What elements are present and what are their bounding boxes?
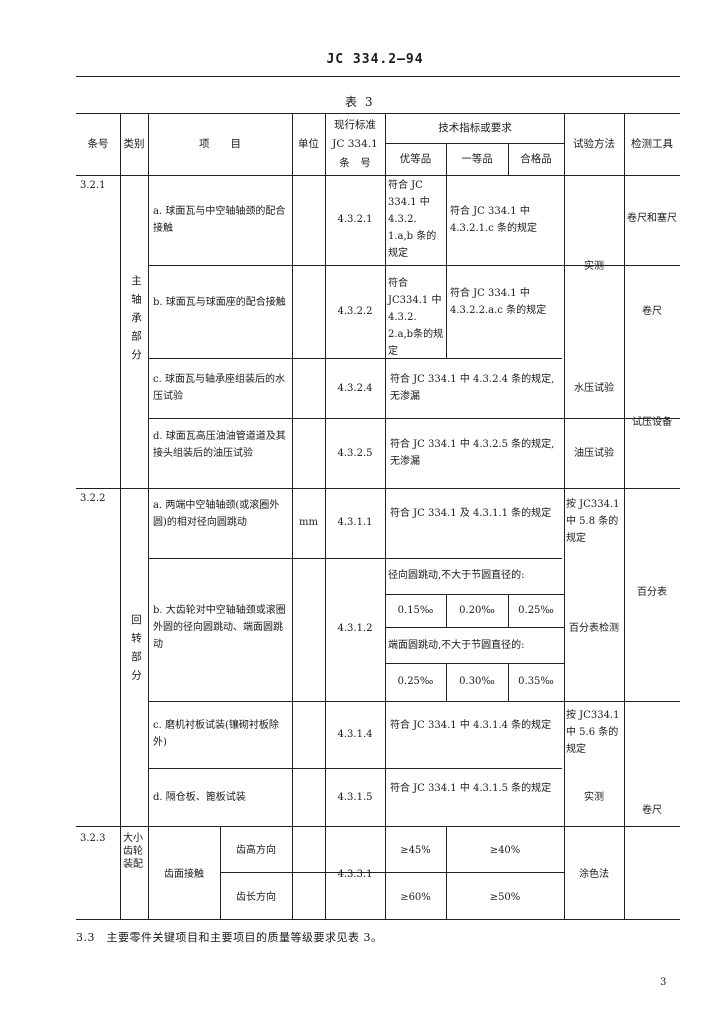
category-gear-assembly: 大小齿轮装配 xyxy=(123,833,143,870)
clause-3: 4.3.3.1 xyxy=(337,869,373,880)
item-1a: a. 球面瓦与中空轴轴颈的配合接触 xyxy=(153,206,286,234)
tool-2ab: 百分表 xyxy=(637,587,667,598)
category-main-bearing: 主轴承部分 xyxy=(130,275,142,368)
unit-2a: mm xyxy=(299,517,318,528)
item-3: 齿面接触 xyxy=(164,869,204,880)
page-number: 3 xyxy=(660,977,667,988)
req-3-length-grade1: ≥60% xyxy=(400,892,431,903)
clause-2a: 4.3.1.1 xyxy=(337,517,373,528)
item-2b: b. 大齿轮对中空轴轴颈或滚圈外圆的径向圆跳动、端面圆跳动 xyxy=(153,605,286,650)
clause-1c: 4.3.2.4 xyxy=(337,383,373,394)
col-tool-header: 检测工具 xyxy=(631,138,673,150)
clause-2d: 4.3.1.5 xyxy=(337,792,373,803)
req-1a-grade1: 符合 JC 334.1 中 4.3.2. 1.a,b 条的规定 xyxy=(388,180,437,259)
row-no-3-2-3: 3.2.3 xyxy=(80,833,106,844)
req-3-length-grade23: ≥50% xyxy=(489,892,521,903)
item-1b: b. 球面瓦与球面座的配合接触 xyxy=(153,297,286,308)
col-req-header: 技术指标或要求 xyxy=(438,122,512,134)
req-1d: 符合 JC 334.1 中 4.3.2.5 条的规定,无渗漏 xyxy=(390,439,555,467)
col-unit-header: 单位 xyxy=(298,138,319,150)
tool-1b: 卷尺 xyxy=(642,306,662,317)
clause-2c: 4.3.1.4 xyxy=(337,729,373,740)
method-1d: 油压试验 xyxy=(574,448,614,459)
item-2a: a. 两端中空轴轴颈(或滚圈外圆)的相对径向圆跳动 xyxy=(153,500,280,528)
req-2a: 符合 JC 334.1 及 4.3.1.1 条的规定 xyxy=(390,508,552,519)
section-note: 3.3 主要零件关键项目和主要项目的质量等级要求见表 3。 xyxy=(76,931,383,944)
clause-1a: 4.3.2.1 xyxy=(337,214,373,225)
method-2a: 按 JC334.1 中 5.8 条的规定 xyxy=(566,499,620,544)
method-1ab: 实测 xyxy=(584,261,604,272)
table-title: 表 3 xyxy=(345,95,375,109)
col-grade3-header: 合格品 xyxy=(520,153,552,165)
col-grade2-header: 一等品 xyxy=(461,153,493,165)
req-2b-radial-grade1: 0.15‰ xyxy=(397,605,434,616)
col-item-header: 项 目 xyxy=(199,138,241,150)
col-method-header: 试验方法 xyxy=(573,138,615,150)
item-3-sub-height: 齿高方向 xyxy=(236,845,276,856)
item-1d: d. 球面瓦高压油油管道道及其接头组装后的油压试验 xyxy=(153,431,286,459)
method-2c: 按 JC334.1 中 5.6 条的规定 xyxy=(566,710,620,755)
item-3-sub-length: 齿长方向 xyxy=(236,892,276,903)
item-2c: c. 磨机衬板试装(镶砌衬板除外) xyxy=(153,720,279,748)
doc-code: JC 334.2—94 xyxy=(326,52,424,67)
item-2d: d. 隔仓板、篦板试装 xyxy=(153,792,246,803)
req-1b-grade1: 符合JC334.1 中 4.3.2. 2.a,b条的规定 xyxy=(388,278,444,357)
req-2b-axial-grade1: 0.25‰ xyxy=(397,676,434,687)
method-3: 涂色法 xyxy=(579,869,609,880)
req-1c: 符合 JC 334.1 中 4.3.2.4 条的规定,无渗漏 xyxy=(390,374,555,402)
req-1b-grade23: 符合 JC 334.1 中 4.3.2.2.a.c 条的规定 xyxy=(450,288,547,316)
tool-1a: 卷尺和塞尺 xyxy=(627,213,677,224)
col-category-header: 类别 xyxy=(123,138,145,150)
req-2d: 符合 JC 334.1 中 4.3.1.5 条的规定 xyxy=(390,783,552,794)
row-no-3-2-1: 3.2.1 xyxy=(80,180,106,191)
clause-1d: 4.3.2.5 xyxy=(337,448,373,459)
clause-1b: 4.3.2.2 xyxy=(337,306,373,317)
category-rotating: 回转部分 xyxy=(130,614,142,688)
header-rule xyxy=(76,76,680,77)
tool-2cd: 卷尺 xyxy=(642,805,662,816)
req-2b-axial-grade2: 0.30‰ xyxy=(459,676,495,687)
req-2b-radial-grade3: 0.25‰ xyxy=(518,605,554,616)
row-no-3-2-2: 3.2.2 xyxy=(80,493,106,504)
req-2b-axial-grade3: 0.35‰ xyxy=(518,676,554,687)
item-1c: c. 球面瓦与轴承座组装后的水压试验 xyxy=(153,374,285,402)
tool-1cd: 试压设备 xyxy=(632,417,672,428)
col-grade1-header: 优等品 xyxy=(399,153,432,165)
method-2d: 实测 xyxy=(584,792,604,803)
col-std-header: 现行标准 JC 334.1 条 号 xyxy=(332,119,378,169)
req-2c: 符合 JC 334.1 中 4.3.1.4 条的规定 xyxy=(390,720,552,731)
req-3-height-grade1: ≥45% xyxy=(400,845,431,856)
clause-2b: 4.3.1.2 xyxy=(337,623,373,634)
col-no-header: 条号 xyxy=(87,138,109,150)
req-3-height-grade23: ≥40% xyxy=(489,845,521,856)
method-2b: 百分表检测 xyxy=(569,623,619,634)
req-1a-grade23: 符合 JC 334.1 中 4.3.2.1.c 条的规定 xyxy=(450,206,537,234)
method-1c: 水压试验 xyxy=(574,383,614,394)
req-2b-axial-label: 端面圆跳动,不大于节圆直径的: xyxy=(388,640,525,651)
req-2b-radial-label: 径向圆跳动,不大于节圆直径的: xyxy=(388,570,525,581)
req-2b-radial-grade2: 0.20‰ xyxy=(459,605,495,616)
